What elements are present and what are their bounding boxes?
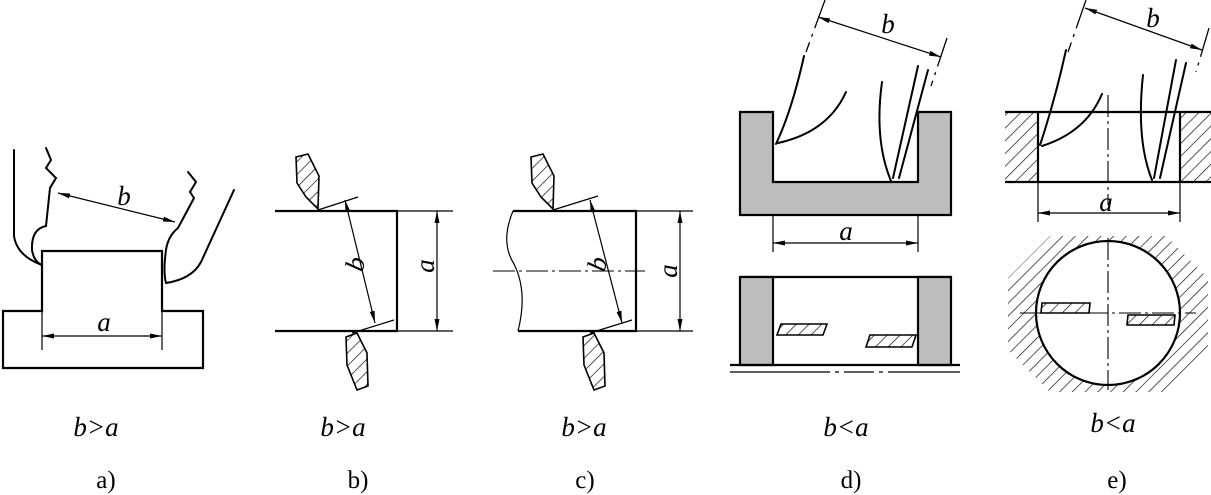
dimension-label-a: a — [410, 259, 440, 273]
right-hatched-section — [1180, 112, 1211, 182]
left-cutter — [13, 147, 58, 266]
panel-label: d) — [841, 467, 862, 494]
panel-b: a b b>a b) — [275, 153, 453, 494]
upper-turning-tool — [295, 153, 320, 211]
channel-section — [738, 110, 953, 217]
dimension-label-b: b — [339, 254, 371, 274]
panel-label: b) — [348, 467, 369, 494]
panel-label: c) — [575, 467, 594, 494]
relation-caption: b>a — [561, 412, 606, 442]
right-wall-section — [916, 275, 953, 367]
workpiece-outline — [275, 209, 399, 333]
extension-line-b-right — [1195, 27, 1210, 73]
lower-turning-tool — [582, 332, 606, 392]
tool-tangent-lower — [351, 319, 395, 334]
dimension-label-a: a — [1099, 187, 1113, 217]
dimension-line-b — [589, 199, 623, 324]
dimension-line-b — [57, 192, 176, 223]
dimension-label-a: a — [653, 264, 683, 278]
relation-caption: b<a — [823, 412, 868, 442]
left-wall-section — [738, 275, 775, 367]
relation-caption: b>a — [320, 412, 365, 442]
dimension-label-b: b — [881, 9, 895, 39]
tool-tangent-upper — [552, 195, 599, 211]
cutter-blades — [1039, 49, 1187, 181]
extension-line-b-left — [1067, 0, 1087, 53]
right-cutter-tooth — [1126, 314, 1176, 326]
panel-label: e) — [1107, 467, 1126, 494]
right-cutter-tooth — [864, 334, 918, 348]
panel-d: a b b<a d) — [730, 0, 960, 494]
tool-tangent-lower — [589, 319, 633, 334]
dimension-label-a: a — [97, 307, 111, 337]
upper-turning-tool — [530, 153, 555, 211]
panel-a: a b b>a a) — [1, 147, 235, 494]
dimension-line-b — [1084, 7, 1203, 51]
left-cutter-tooth — [775, 323, 829, 336]
panel-label: a) — [96, 467, 115, 494]
dimension-label-a: a — [839, 216, 853, 246]
dimension-line-b — [344, 199, 376, 324]
dimension-label-b: b — [117, 181, 131, 211]
extension-line-b-left — [805, 0, 826, 53]
right-cutter — [163, 171, 235, 284]
lower-turning-tool — [345, 332, 369, 392]
left-cutter-tooth — [1040, 302, 1091, 314]
panel-c: a b b>a c) — [493, 153, 693, 494]
cutter-blades — [775, 55, 929, 182]
relation-caption: b<a — [1090, 408, 1135, 438]
panel-e: a b b<a e) — [1005, 0, 1211, 494]
tool-tangent-upper — [317, 196, 359, 211]
left-hatched-section — [1005, 112, 1038, 182]
extension-line-b-right — [930, 37, 948, 87]
relation-caption: b>a — [73, 412, 118, 442]
dimension-label-b: b — [1146, 3, 1160, 33]
break-line — [506, 210, 523, 332]
dimension-line-b — [817, 16, 942, 58]
